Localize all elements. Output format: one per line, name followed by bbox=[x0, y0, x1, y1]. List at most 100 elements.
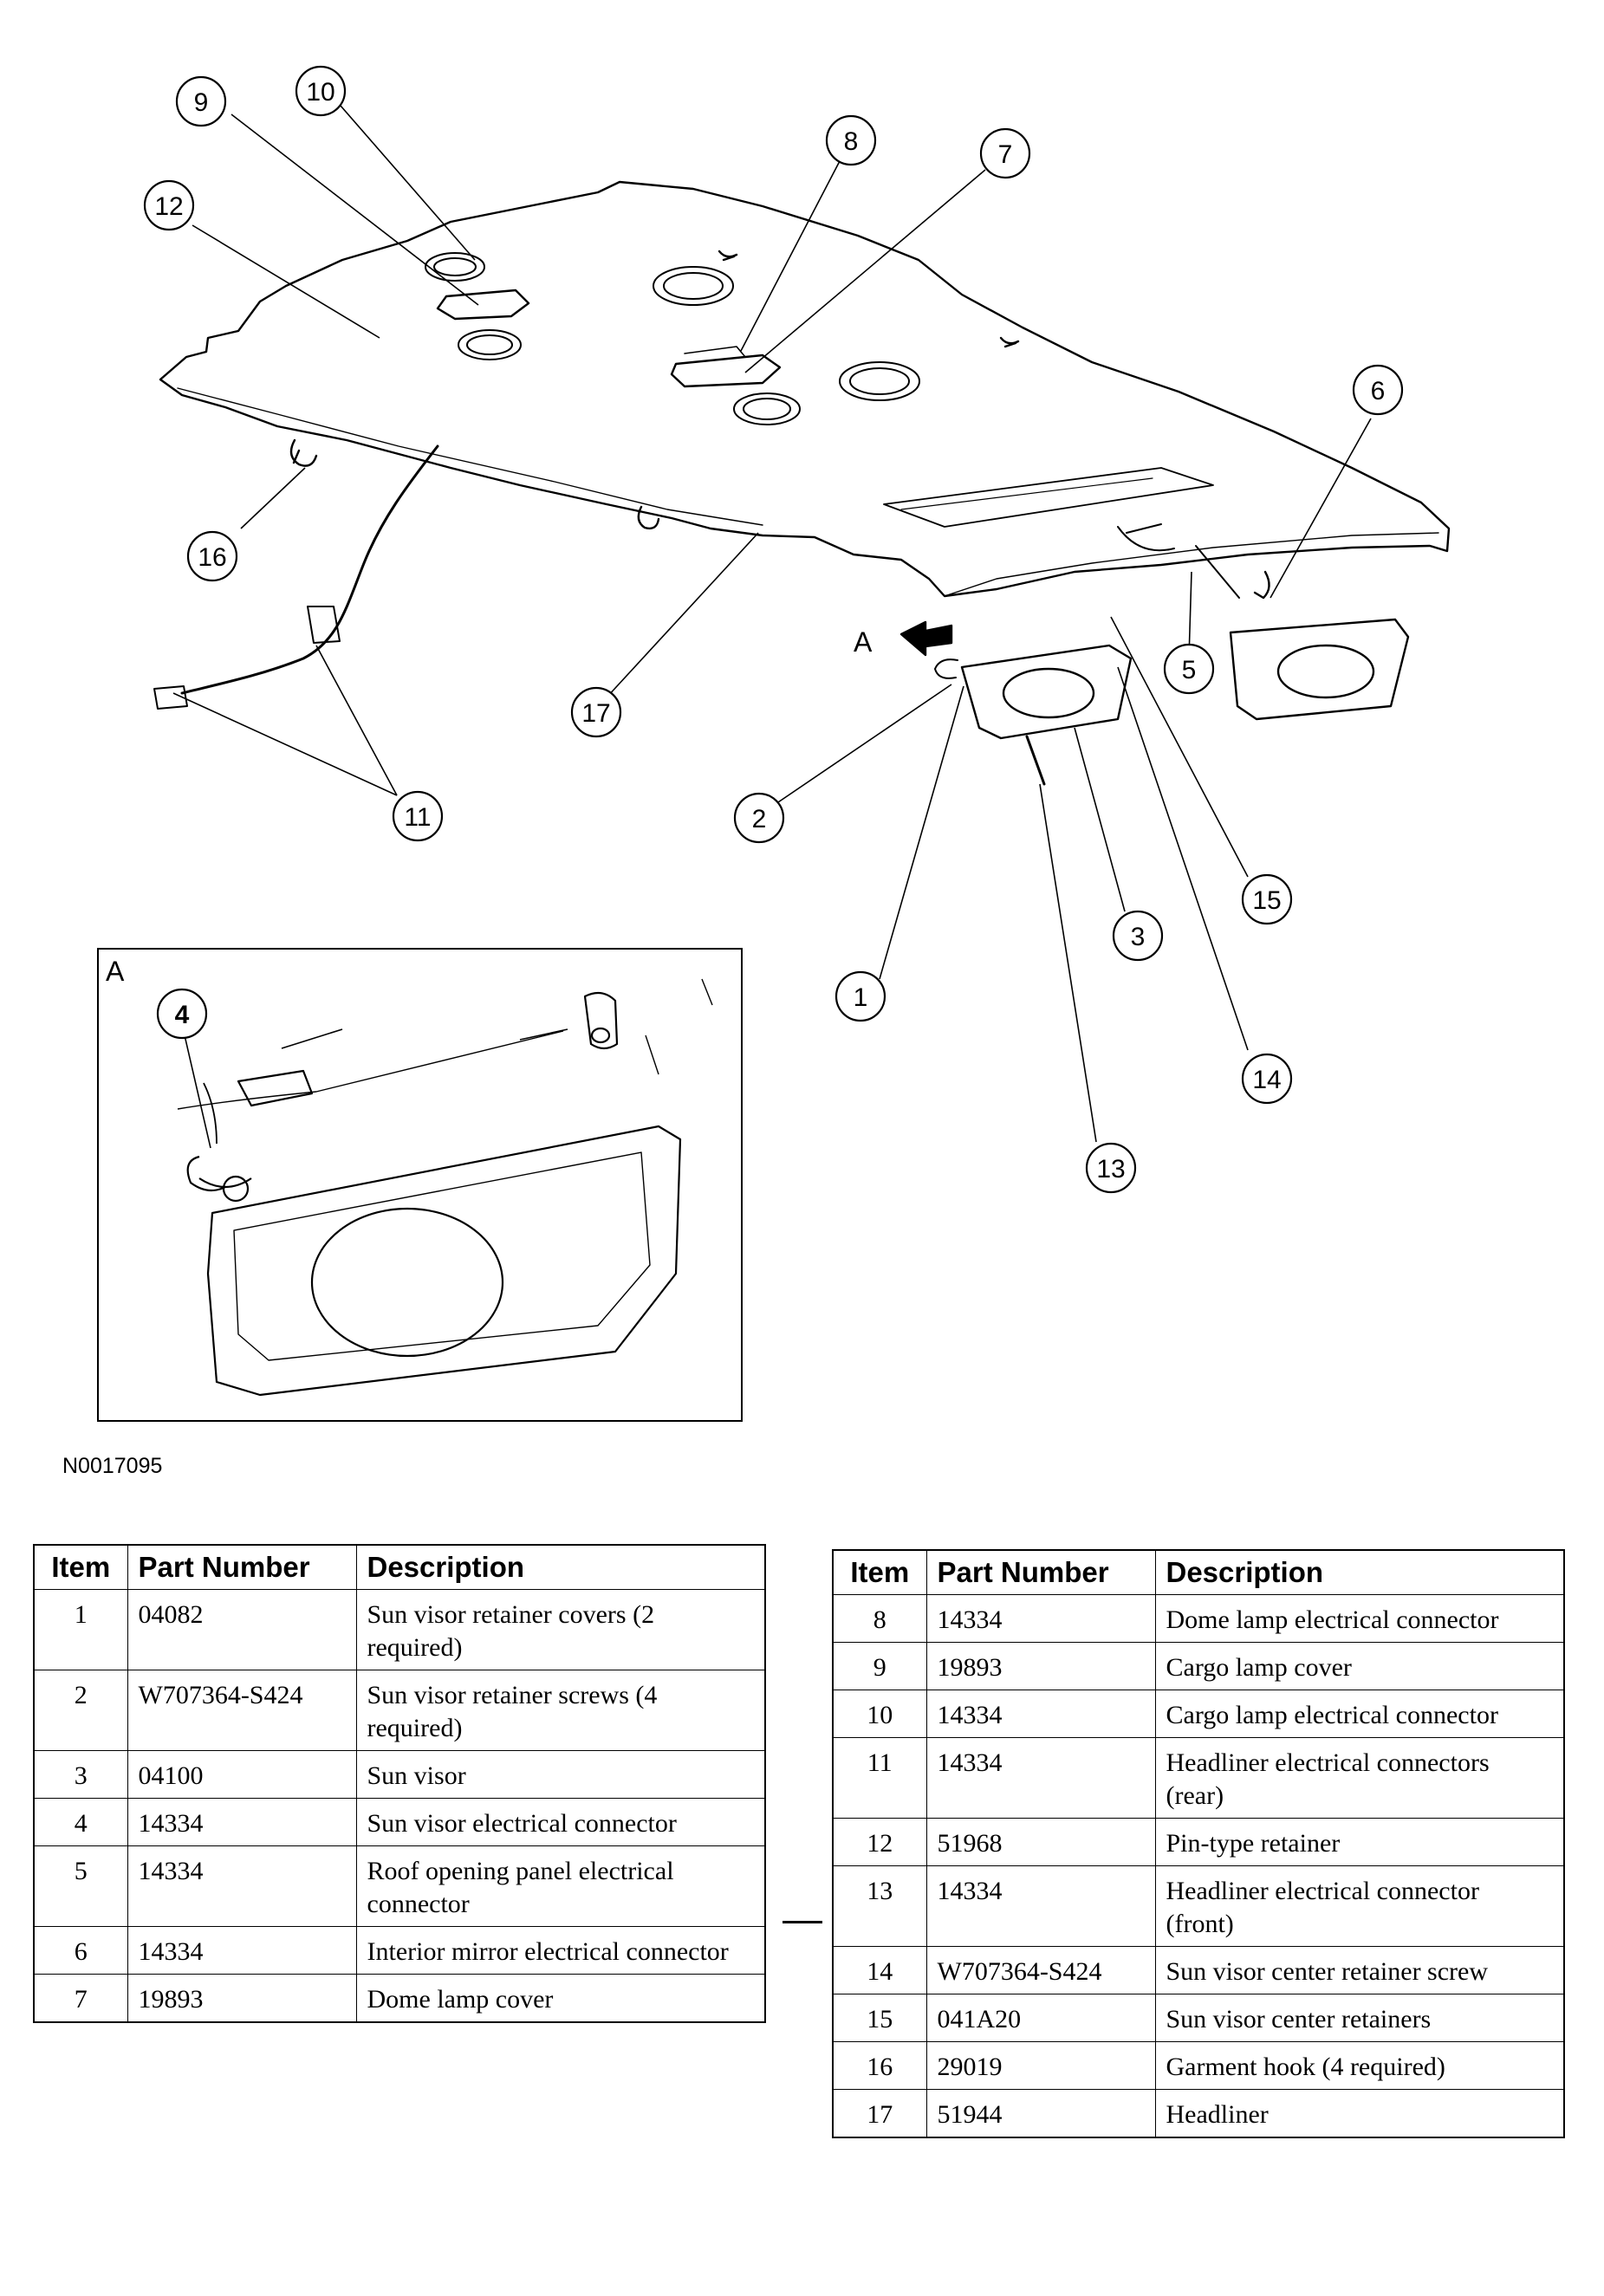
cell-item: 12 bbox=[832, 1818, 927, 1866]
callout-circle-16 bbox=[186, 530, 238, 582]
cell-item: 11 bbox=[832, 1737, 927, 1819]
cell-item: 5 bbox=[33, 1845, 128, 1927]
cell-part-number: 14334 bbox=[127, 1926, 357, 1975]
garment-hook-rear bbox=[289, 438, 318, 467]
view-a-arrow bbox=[899, 620, 953, 657]
cell-item: 14 bbox=[832, 1946, 927, 1994]
callout-circle-10 bbox=[295, 65, 347, 117]
cell-part-number: 14334 bbox=[925, 1737, 1156, 1819]
cell-description: Headliner electrical connectors (rear) bbox=[1154, 1737, 1565, 1819]
inset-label: A bbox=[106, 956, 125, 987]
callout-circle-11 bbox=[392, 790, 444, 842]
callout-13: 13 bbox=[1096, 1155, 1125, 1184]
cargo-lamp-cover bbox=[436, 289, 530, 321]
callout-circle-6 bbox=[1352, 364, 1404, 416]
callout-circle-2 bbox=[733, 792, 785, 844]
callout-8: 8 bbox=[844, 127, 859, 156]
callout-7: 7 bbox=[998, 140, 1013, 169]
callout-circle-15 bbox=[1241, 873, 1293, 925]
cell-description: Interior mirror electrical connector bbox=[355, 1926, 766, 1975]
table-header-row: Item Part Number Description bbox=[832, 1549, 1565, 1595]
header-item: Item bbox=[832, 1549, 927, 1595]
callout-circle-12 bbox=[143, 179, 195, 231]
callout-circle-4 bbox=[156, 988, 208, 1040]
inset-frame bbox=[97, 948, 743, 1422]
roof-opening bbox=[883, 467, 1214, 528]
cell-part-number: 04100 bbox=[127, 1750, 357, 1799]
cell-item: 8 bbox=[832, 1594, 927, 1643]
cell-description: Sun visor center retainers bbox=[1154, 1994, 1565, 2042]
cell-description: Headliner electrical connector (front) bbox=[1154, 1865, 1565, 1947]
callout-4: 4 bbox=[175, 1001, 190, 1029]
cell-item: 6 bbox=[33, 1926, 128, 1975]
cell-description: Sun visor retainer screws (4 required) bbox=[355, 1670, 766, 1751]
cell-part-number: 14334 bbox=[127, 1798, 357, 1846]
callout-circle-3 bbox=[1112, 910, 1164, 962]
callout-5: 5 bbox=[1182, 656, 1197, 684]
callout-circle-1 bbox=[834, 970, 886, 1022]
callout-9: 9 bbox=[194, 88, 209, 117]
cell-description: Sun visor electrical connector bbox=[355, 1798, 766, 1846]
cell-description: Dome lamp electrical connector bbox=[1154, 1594, 1565, 1643]
callout-15: 15 bbox=[1252, 886, 1281, 915]
cell-description: Sun visor center retainer screw bbox=[1154, 1946, 1565, 1994]
table-continuation-dash bbox=[783, 1921, 822, 1923]
dome-lamp-cover bbox=[670, 353, 782, 388]
cell-description: Garment hook (4 required) bbox=[1154, 2041, 1565, 2090]
cell-part-number: 19893 bbox=[127, 1974, 357, 2023]
cell-item: 15 bbox=[832, 1994, 927, 2042]
callout-2: 2 bbox=[752, 805, 767, 833]
cell-item: 16 bbox=[832, 2041, 927, 2090]
cell-item: 9 bbox=[832, 1642, 927, 1690]
cell-item: 4 bbox=[33, 1798, 128, 1846]
cell-part-number: 19893 bbox=[925, 1642, 1156, 1690]
cell-description: Pin-type retainer bbox=[1154, 1818, 1565, 1866]
cell-part-number: 29019 bbox=[925, 2041, 1156, 2090]
header-item: Item bbox=[33, 1544, 128, 1590]
header-description: Description bbox=[355, 1544, 766, 1590]
cell-part-number: W707364-S424 bbox=[925, 1946, 1156, 1994]
callout-circle-13 bbox=[1085, 1142, 1137, 1194]
cell-item: 10 bbox=[832, 1690, 927, 1738]
cell-part-number: 14334 bbox=[925, 1865, 1156, 1947]
cell-part-number: W707364-S424 bbox=[127, 1670, 357, 1751]
inset-lamp bbox=[237, 1069, 314, 1107]
cell-description: Sun visor bbox=[355, 1750, 766, 1799]
callout-circle-7 bbox=[979, 127, 1031, 179]
headliner-exploded-diagram: 9 10 12 8 7 6 5 16 17 11 2 15 3 1 14 13 … bbox=[97, 65, 1451, 1422]
callout-10: 10 bbox=[306, 78, 334, 107]
header-part-number: Part Number bbox=[127, 1544, 357, 1590]
callout-6: 6 bbox=[1371, 377, 1386, 405]
cell-description: Roof opening panel electrical connector bbox=[355, 1845, 766, 1927]
header-part-number: Part Number bbox=[925, 1549, 1156, 1595]
callout-17: 17 bbox=[581, 699, 610, 728]
sun-visor-front bbox=[960, 644, 1133, 740]
callout-12: 12 bbox=[154, 192, 183, 221]
header-description: Description bbox=[1154, 1549, 1565, 1595]
cell-description: Headliner bbox=[1154, 2089, 1565, 2138]
cell-part-number: 51944 bbox=[925, 2089, 1156, 2138]
callout-circle-8 bbox=[825, 114, 877, 166]
cell-part-number: 04082 bbox=[127, 1589, 357, 1670]
callout-11: 11 bbox=[404, 803, 431, 832]
cell-description: Dome lamp cover bbox=[355, 1974, 766, 2023]
cell-part-number: 041A20 bbox=[925, 1994, 1156, 2042]
cell-item: 1 bbox=[33, 1589, 128, 1670]
cell-description: Cargo lamp cover bbox=[1154, 1642, 1565, 1690]
callout-circle-14 bbox=[1241, 1053, 1293, 1105]
